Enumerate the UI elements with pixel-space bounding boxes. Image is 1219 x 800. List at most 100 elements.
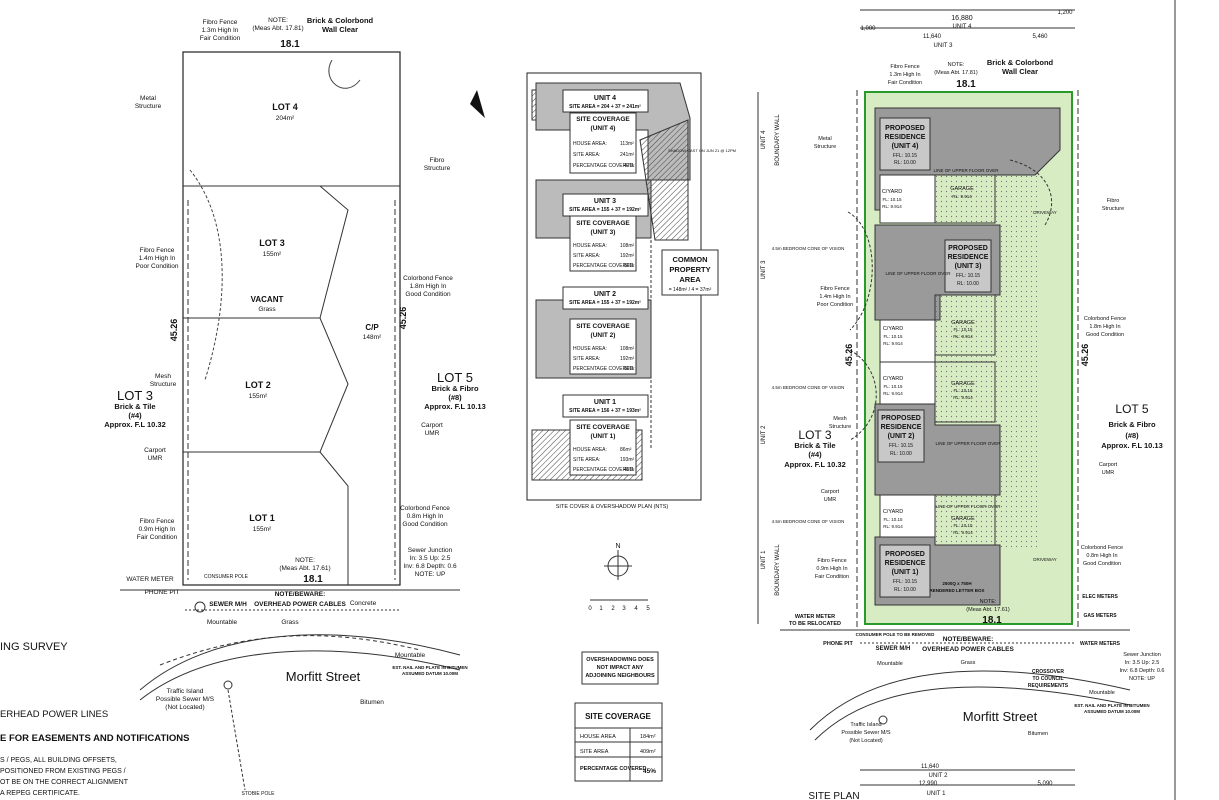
water-meters-label: WATER METERS (1080, 641, 1121, 647)
note-bottom-plan: NOTE: (980, 599, 997, 605)
dim-b: 1,000 (860, 26, 876, 32)
colorbond-b-3: Good Condition (402, 521, 448, 528)
colorbond-a-1: Colorbond Fence (403, 275, 453, 282)
res2-line-5: RL: 10.00 (890, 451, 912, 457)
cone-of-vision-2 (849, 349, 877, 441)
unit2-coverage-table (569, 318, 637, 375)
footpath-line (159, 635, 421, 666)
dim-bottom-g: 5,090 (1037, 781, 1053, 787)
concrete-label: Concrete (350, 600, 377, 607)
res2-line-4: FFL: 10.15 (889, 443, 913, 449)
unit4-val-house: 113m² (620, 141, 634, 147)
note-right-meas: (Meas Abt. 17.81) (934, 70, 978, 76)
cyard2-label: C/YARD (883, 376, 903, 382)
datum-plan-1: EST. NAIL AND PLATE IN BITUMEN (1074, 703, 1149, 708)
site-plan-title: SITE PLAN (808, 791, 859, 800)
cyard4-rl: RL: 9.914 (882, 204, 902, 209)
fence-note-2: 1.3m High In (202, 27, 239, 34)
sewer-mh-plan: SEWER M/H (876, 646, 911, 652)
lot5-right-title: LOT 5 (437, 370, 473, 385)
lot3-plan-fl: Approx. F.L 10.32 (784, 460, 846, 469)
driveway-upper: DRIVEWAY (1033, 210, 1057, 215)
upper-floor-2: LINE OF UPPER FLOOR OVER (935, 441, 1001, 446)
ff14-plan-2: 1.4m High In (819, 294, 850, 300)
boundary-wall-lower: BOUNDARY WALL (775, 544, 781, 596)
colorbond-b-1: Colorbond Fence (400, 505, 450, 512)
consumer-pole-plan: CONSUMER POLE TO BE REMOVED (856, 632, 935, 637)
unit3-side-label: UNIT 3 (761, 260, 767, 280)
carport-cp: C/P (365, 323, 379, 332)
dim-bottom-f: 12,990 (919, 781, 938, 787)
grass-verge-label: Grass (281, 619, 299, 626)
res1-line-3: (UNIT 1) (892, 569, 919, 576)
dim-c: 11,640 (923, 34, 942, 40)
gas-meters-label: GAS METERS (1083, 613, 1117, 619)
unit4-val-pct: 47% (624, 163, 635, 169)
common-area-box (661, 249, 719, 296)
driveway-lower: DRIVEWAY (1033, 557, 1057, 562)
unit4-side-label: UNIT 4 (761, 130, 767, 150)
carport-area: 148m² (363, 334, 382, 341)
no-impact-2: NOT IMPACT ANY (597, 665, 644, 671)
grass-label: Grass (258, 306, 276, 313)
note-beware: NOTE/BEWARE: (275, 591, 326, 598)
unit1-val-pct: 45% (624, 467, 635, 473)
lot3-area: 155m² (263, 251, 282, 258)
lot3-plan-title: LOT 3 (798, 428, 831, 442)
sc-house-value: 184m² (640, 734, 656, 740)
garage2-fl: FL: 10.15 (953, 388, 973, 393)
vacant-label: VACANT (251, 295, 284, 304)
mountable-label-2: Mountable (395, 652, 426, 659)
note-bottom-plan-meas: (Meas Abt. 17.61) (966, 607, 1010, 613)
fence-right-3: Fair Condition (888, 80, 922, 86)
power-line (227, 689, 246, 791)
street-name-right: Morfitt Street (963, 709, 1038, 724)
unit3-val-pct: 56% (624, 263, 635, 269)
unit2-row-pct: PERCENTAGE COVERED: (573, 366, 635, 372)
scale-1: 1 (599, 606, 603, 612)
sewer-junction-2: In: 3.5 Up: 2.5 (410, 555, 451, 562)
mesh-plan-1: Mesh (833, 416, 846, 422)
cyard3-label: C/YARD (883, 326, 903, 332)
fence-right-1: Fibro Fence (890, 64, 919, 70)
unit1-row-house: HOUSE AREA: (573, 447, 607, 453)
unit4-row-pct: PERCENTAGE COVERED: (573, 163, 635, 169)
res3-line-2: RESIDENCE (948, 254, 989, 261)
carport-right-1: Carport (421, 422, 443, 429)
lot3-left-title: LOT 3 (117, 388, 153, 403)
colorbond-b-2: 0.8m High In (407, 513, 444, 520)
sewer-junction-3: Inv: 6.8 Depth: 0.6 (403, 563, 457, 570)
cyard1-rl: RL: 9.914 (883, 524, 903, 529)
carport-right-2: UMR (425, 430, 440, 437)
survey-plan (120, 51, 485, 791)
lot5-plan-material: Brick & Fibro (1108, 420, 1156, 429)
kerb-line-2 (139, 650, 461, 701)
unit1-row-site: SITE AREA: (573, 457, 600, 463)
carport-left-2: UMR (148, 455, 163, 462)
unit4-site-area: SITE AREA = 204 + 37 = 241m² (569, 104, 641, 110)
consumer-pole-label: CONSUMER POLE (204, 574, 249, 580)
left-dim-right-plan: 45.26 (844, 344, 854, 367)
sc-site-value: 409m² (640, 749, 656, 755)
fibro-structure-2: Structure (424, 165, 451, 172)
sewer-plan-2: In: 3.5 Up: 2.5 (1125, 660, 1160, 666)
mountable-label-1: Mountable (207, 619, 238, 626)
unit3-coverage-sub: (UNIT 3) (591, 229, 616, 236)
cut-text-4: S / PEGS, ALL BUILDING OFFSETS, (0, 757, 117, 764)
traffic-plan-1: Traffic Island (850, 722, 881, 728)
unit4-label-panel (879, 117, 931, 171)
res2-line-3: (UNIT 2) (888, 433, 915, 440)
top-dimension-right: 18.1 (956, 79, 976, 90)
lot4-title: LOT 4 (272, 102, 298, 112)
letterbox-2: RENDERED LETTER BOX (929, 588, 984, 593)
fence-note-3: Fair Condition (200, 35, 241, 42)
carport-plan-left-2: UMR (824, 497, 837, 503)
ff09-plan-1: Fibro Fence (817, 558, 846, 564)
fibro-fence-a-2: 1.4m High In (139, 255, 176, 262)
res4-line-2: RESIDENCE (885, 134, 926, 141)
cyard4-fl: FL: 10.15 (882, 197, 902, 202)
unit1-bottom-label: UNIT 1 (927, 791, 947, 797)
garage4-label: GARAGE (950, 186, 974, 192)
unit2-courtyard (879, 361, 936, 405)
scale-4: 4 (634, 606, 638, 612)
